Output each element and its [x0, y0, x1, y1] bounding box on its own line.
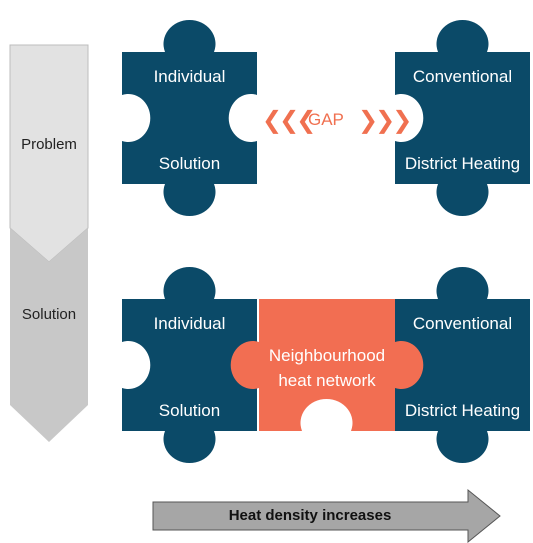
- solution-right-top-label: Conventional: [412, 314, 513, 333]
- solution-label: Solution: [21, 306, 77, 323]
- gap-left-chevrons: ❮❮❮: [262, 106, 316, 134]
- solution-left-puzzle-piece: [122, 266, 257, 464]
- problem-left-bottom-label: Solution: [158, 154, 221, 173]
- problem-right-bottom-label: District Heating: [404, 154, 521, 173]
- heat-density-label: Heat density increases: [228, 507, 392, 524]
- side-arrow-problem-segment: [9, 44, 89, 263]
- problem-left-puzzle-piece: [122, 19, 257, 217]
- problem-label: Problem: [21, 136, 77, 153]
- solution-left-top-label: Individual: [153, 314, 226, 333]
- middle-piece-line2: heat network: [278, 371, 376, 390]
- gap-right-chevrons: ❯❯❯: [358, 106, 412, 134]
- heat-density-arrow: [152, 488, 501, 543]
- side-arrow-solution-segment: [10, 228, 88, 442]
- solution-right-puzzle-piece: [395, 266, 530, 464]
- problem-right-top-label: Conventional: [412, 67, 513, 86]
- solution-left-bottom-label: Solution: [158, 401, 221, 420]
- neighbourhood-heat-network-puzzle-piece: [230, 299, 424, 431]
- middle-piece-line1: Neighbourhood: [268, 346, 386, 365]
- solution-right-bottom-label: District Heating: [404, 401, 521, 420]
- problem-left-top-label: Individual: [153, 67, 226, 86]
- problem-right-puzzle-piece: [395, 19, 530, 217]
- gap-label: GAP: [308, 110, 344, 129]
